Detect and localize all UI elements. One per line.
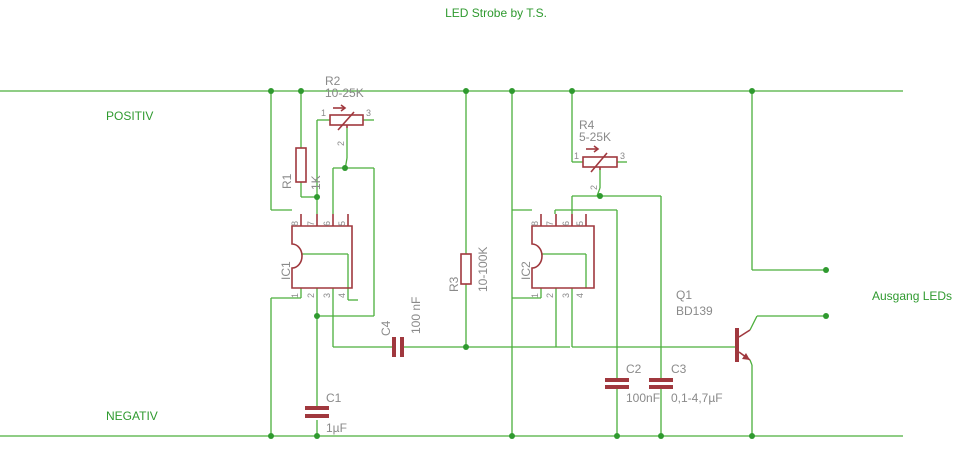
ic2-section-wires (511, 91, 826, 436)
negative-label: NEGATIV (106, 409, 158, 423)
ic1-name: IC1 (279, 261, 293, 280)
svg-text:1: 1 (321, 108, 326, 118)
q1-value: BD139 (676, 304, 713, 318)
c2-name: C2 (626, 362, 642, 376)
r2-name: R2 (325, 74, 341, 88)
ic2-chip: 8 7 6 5 1 2 3 4 IC2 (519, 214, 595, 298)
svg-text:7: 7 (545, 221, 555, 226)
q1-transistor: Q1 BD139 (676, 288, 751, 362)
c4-value: 100 nF (409, 297, 423, 334)
c1-name: C1 (326, 391, 342, 405)
svg-text:3: 3 (620, 151, 625, 161)
output-terminal-1 (823, 267, 829, 273)
c3-capacitor: C3 0,1-4,7µF (649, 362, 723, 405)
svg-text:1: 1 (530, 293, 540, 298)
r1-name: R1 (280, 173, 294, 189)
svg-text:8: 8 (530, 221, 540, 226)
r4-value: 5-25K (579, 130, 611, 144)
r2-potentiometer: R2 10-25K 1 3 2 (321, 74, 371, 146)
r4-name: R4 (579, 118, 595, 132)
svg-text:6: 6 (322, 221, 332, 226)
c4-name: C4 (379, 320, 393, 336)
svg-text:1: 1 (574, 151, 579, 161)
svg-text:4: 4 (337, 293, 347, 298)
r3-value: 10-100K (476, 247, 490, 292)
svg-text:3: 3 (322, 293, 332, 298)
c4-capacitor: C4 100 nF (379, 297, 423, 357)
output-terminal-2 (823, 313, 829, 319)
r2-value: 10-25K (325, 86, 364, 100)
c2-value: 100nF (626, 391, 660, 405)
q1-name: Q1 (676, 288, 692, 302)
svg-text:2: 2 (306, 293, 316, 298)
c3-value: 0,1-4,7µF (671, 391, 723, 405)
r4-potentiometer: R4 5-25K 1 3 2 (574, 118, 625, 190)
ic2-name: IC2 (519, 261, 533, 280)
output-label: Ausgang LEDs (872, 289, 952, 303)
c2-capacitor: C2 100nF (605, 362, 660, 405)
svg-text:3: 3 (366, 108, 371, 118)
ic1-chip: 8 7 6 5 1 2 3 4 IC1 (279, 214, 353, 298)
r1-resistor: R1 1K (280, 147, 323, 190)
svg-text:2: 2 (545, 293, 555, 298)
ic1-section-wires (270, 91, 570, 436)
c1-value: 1µF (326, 421, 347, 435)
svg-text:7: 7 (306, 221, 316, 226)
svg-text:4: 4 (575, 293, 585, 298)
svg-text:2: 2 (336, 141, 346, 146)
title: LED Strobe by T.S. (445, 6, 547, 20)
svg-text:5: 5 (575, 221, 585, 226)
r1-value: 1K (309, 175, 323, 190)
svg-text:8: 8 (290, 221, 300, 226)
junctions (268, 88, 829, 439)
svg-text:2: 2 (589, 185, 599, 190)
c1-capacitor: C1 1µF (305, 391, 347, 435)
positive-label: POSITIV (106, 109, 153, 123)
svg-text:3: 3 (561, 293, 571, 298)
svg-text:5: 5 (337, 221, 347, 226)
r3-resistor: R3 10-100K (447, 247, 490, 292)
svg-text:1: 1 (290, 293, 300, 298)
c3-name: C3 (671, 362, 687, 376)
svg-text:6: 6 (561, 221, 571, 226)
r3-name: R3 (447, 276, 461, 292)
